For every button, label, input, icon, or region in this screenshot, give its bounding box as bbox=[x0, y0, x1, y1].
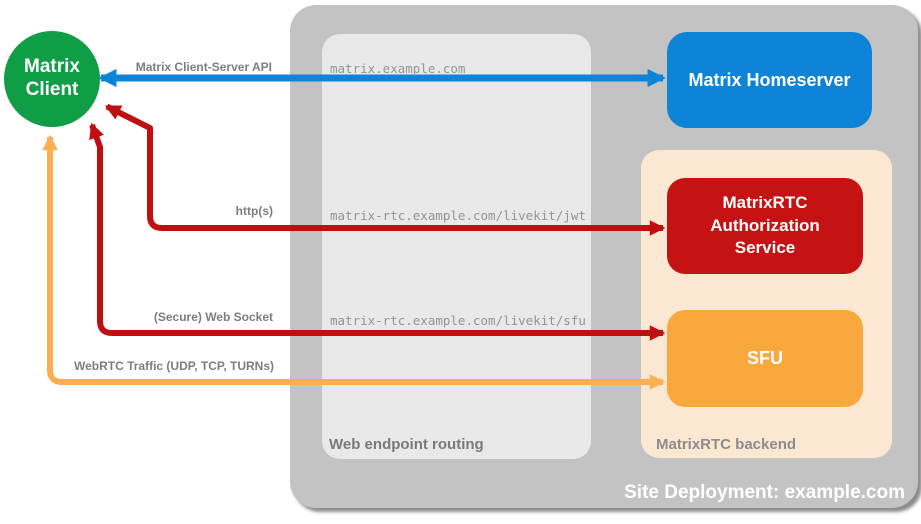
webrtc-traffic-label: WebRTC Traffic (UDP, TCP, TURNs) bbox=[73, 359, 274, 373]
matrixrtc-authorization-service-label: MatrixRTC Authorization Service bbox=[710, 192, 820, 258]
sfu-node: SFU bbox=[667, 310, 863, 407]
web-endpoint-routing-zone bbox=[322, 34, 591, 459]
endpoint-livekit-jwt: matrix-rtc.example.com/livekit/jwt bbox=[330, 208, 586, 223]
site-deployment-label: Site Deployment: example.com bbox=[624, 482, 905, 503]
matrix-homeserver-label: Matrix Homeserver bbox=[688, 69, 851, 90]
matrixrtc-backend-label: MatrixRTC backend bbox=[656, 436, 797, 453]
endpoint-livekit-sfu: matrix-rtc.example.com/livekit/sfu bbox=[330, 313, 586, 328]
matrix-client-label: Matrix Client bbox=[24, 56, 80, 100]
matrixrtc-authorization-service-node: MatrixRTC Authorization Service bbox=[667, 178, 863, 274]
sfu-label: SFU bbox=[747, 348, 783, 368]
client-server-api-label: Matrix Client-Server API bbox=[135, 60, 272, 74]
https-label: http(s) bbox=[235, 204, 273, 218]
secure-web-socket-label: (Secure) Web Socket bbox=[153, 310, 273, 324]
matrix-client-node: Matrix Client bbox=[4, 31, 100, 127]
endpoint-matrix-example-com: matrix.example.com bbox=[330, 61, 466, 76]
web-endpoint-routing-label: Web endpoint routing bbox=[329, 436, 484, 453]
matrix-homeserver-node: Matrix Homeserver bbox=[667, 32, 872, 128]
